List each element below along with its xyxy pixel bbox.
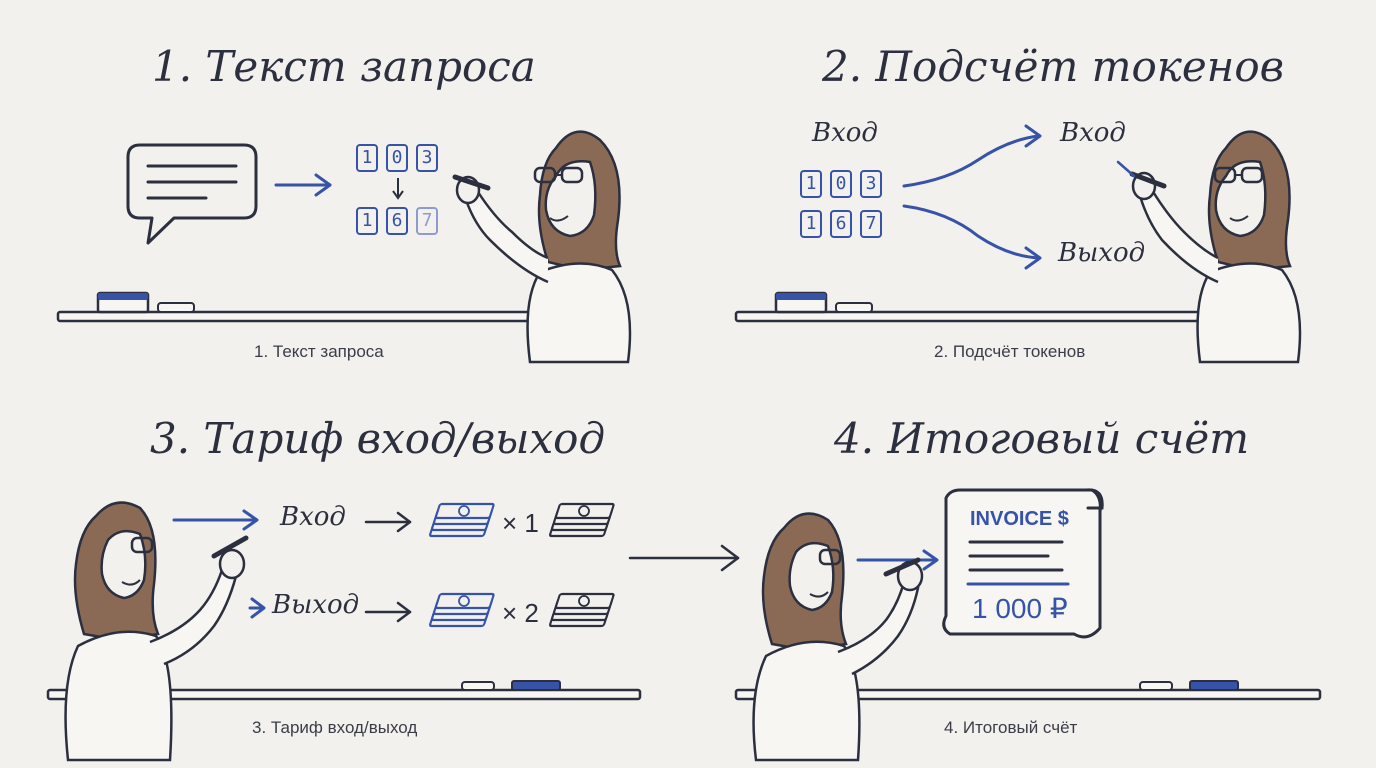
panel-tariff: 3. Тариф вход/выход	[0, 384, 740, 768]
input-label: Вход	[280, 502, 346, 532]
marker-icon	[835, 302, 873, 313]
input-label: Вход	[812, 118, 878, 148]
input-multiplier: × 1	[502, 508, 539, 538]
panel-caption: 3. Тариф вход/выход	[252, 718, 418, 737]
invoice-heading: INVOICE $	[970, 508, 1069, 530]
marker-icon	[452, 174, 491, 191]
whiteboard-ledge	[734, 291, 1218, 323]
token-tile: 1	[356, 144, 378, 172]
panel-caption: 1. Текст запроса	[254, 342, 384, 361]
panel-final-invoice: 4. Итоговый счёт	[688, 384, 1376, 768]
token-tile: 0	[830, 170, 852, 198]
arrow-icon	[248, 597, 266, 619]
eraser-icon	[511, 680, 561, 691]
token-tile: 3	[860, 170, 882, 198]
arrow-down-icon	[392, 178, 404, 200]
token-tile: 0	[386, 144, 408, 172]
panel-title: 4. Итоговый счёт	[834, 414, 1250, 463]
whiteboard-ledge	[56, 291, 540, 323]
output-multiplier: × 2	[502, 598, 539, 628]
branch-arrows	[902, 124, 1042, 270]
panel-title: 3. Тариф вход/выход	[150, 414, 606, 463]
teacher-figure	[1116, 130, 1302, 364]
token-tile: 6	[830, 210, 852, 238]
arrow-icon	[856, 549, 939, 571]
marker-icon	[883, 557, 921, 577]
arrow-icon	[172, 509, 259, 531]
money-stack-icon	[428, 502, 496, 538]
eraser-icon	[1189, 680, 1239, 691]
marker-icon	[1129, 171, 1167, 189]
token-tile: 1	[800, 170, 822, 198]
speech-bubble-icon	[126, 143, 258, 245]
panel-title: 2. Подсчёт токенов	[822, 42, 1285, 91]
panel-token-count: 2. Подсчёт токенов Вход	[688, 0, 1376, 384]
invoice-total: 1 000 ₽	[972, 593, 1068, 624]
whiteboard-ledge	[46, 680, 642, 701]
arrow-icon	[364, 601, 412, 623]
money-stack-icon	[428, 592, 496, 628]
panel-2-art	[734, 124, 1302, 364]
marker-icon	[461, 681, 495, 691]
marker-icon	[211, 535, 249, 559]
panel-title: 1. Текст запроса	[152, 42, 536, 91]
panel-4-art	[734, 488, 1322, 762]
token-tile: 1	[800, 210, 822, 238]
teacher-figure	[64, 501, 249, 762]
output-label: Выход	[272, 590, 360, 620]
arrow-icon	[364, 511, 412, 533]
branch-output-label: Выход	[1058, 238, 1146, 268]
panel-caption: 4. Итоговый счёт	[944, 718, 1078, 737]
token-tile: 1	[356, 207, 378, 235]
teacher-figure	[752, 512, 924, 762]
marker-icon	[1139, 681, 1173, 691]
money-stack-icon	[548, 592, 616, 628]
panel-request-text: 1. Текст запроса	[0, 0, 688, 384]
panel-1-art	[56, 130, 632, 364]
teacher-figure	[452, 130, 632, 364]
token-tile: 7	[416, 207, 438, 235]
token-tile: 7	[860, 210, 882, 238]
branch-input-label: Вход	[1060, 118, 1126, 148]
invoice-icon	[942, 488, 1104, 639]
arrow-icon	[274, 173, 332, 197]
panel-3-art	[46, 501, 740, 762]
token-tile: 6	[386, 207, 408, 235]
token-tile: 3	[416, 144, 438, 172]
marker-icon	[157, 302, 195, 313]
whiteboard-ledge	[734, 680, 1322, 701]
arrow-to-next-panel	[628, 544, 740, 572]
money-stack-icon	[548, 502, 616, 538]
panel-caption: 2. Подсчёт токенов	[934, 342, 1086, 361]
